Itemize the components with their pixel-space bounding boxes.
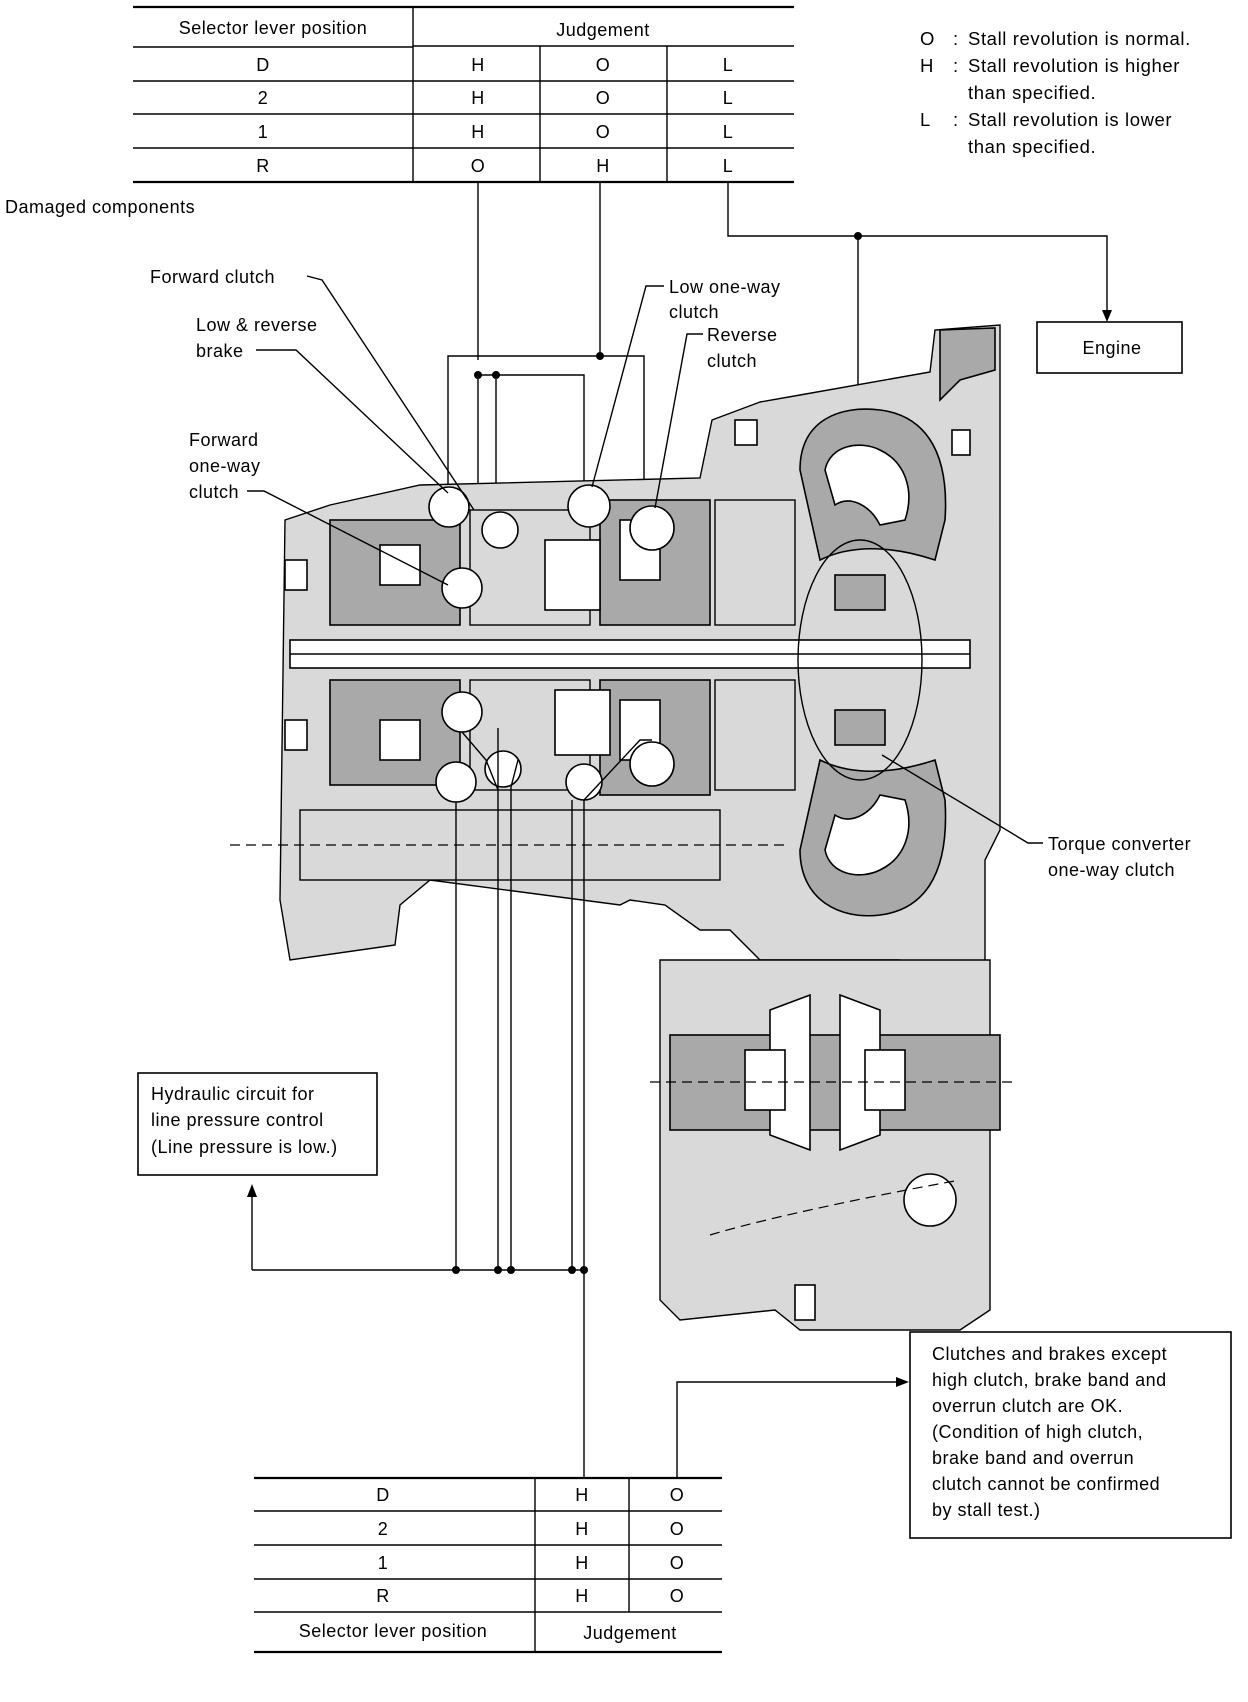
low-one-way-clutch-label: Low one-way bbox=[669, 277, 781, 297]
bottom-row-cell: H bbox=[575, 1485, 589, 1505]
top-row-cell: O bbox=[596, 122, 611, 142]
top-row-position: D bbox=[256, 55, 270, 75]
clutches-line: brake band and overrun bbox=[932, 1448, 1134, 1468]
top-row-cell: L bbox=[723, 156, 734, 176]
bottom-row-cell: O bbox=[670, 1485, 685, 1505]
legend-sep: : bbox=[953, 109, 959, 130]
bottom-row-cell: H bbox=[575, 1553, 589, 1573]
bottom-row-position: D bbox=[376, 1485, 390, 1505]
top-row-cell: L bbox=[723, 88, 734, 108]
forward-one-way-clutch-label: one-way bbox=[189, 456, 261, 476]
bottom-footer-position: Selector lever position bbox=[299, 1621, 488, 1641]
connector-lines-top bbox=[447, 182, 1112, 740]
legend-sep: : bbox=[953, 55, 959, 76]
legend-key: H bbox=[920, 55, 934, 76]
bottom-row-position: 2 bbox=[378, 1519, 389, 1539]
hydraulic-line: line pressure control bbox=[151, 1110, 324, 1130]
legend: O : Stall revolution is normal. H : Stal… bbox=[920, 28, 1191, 157]
clutches-line: overrun clutch are OK. bbox=[932, 1396, 1123, 1416]
component-labels: Forward clutch Low & reverse brake Forwa… bbox=[150, 267, 1191, 880]
top-row-position: 1 bbox=[258, 122, 269, 142]
legend-text: Stall revolution is lower bbox=[968, 109, 1172, 130]
bottom-row-cell: O bbox=[670, 1586, 685, 1606]
engine-box: Engine bbox=[1036, 321, 1183, 374]
bottom-row-cell: H bbox=[575, 1586, 589, 1606]
top-row-cell: H bbox=[471, 122, 485, 142]
top-row-cell: O bbox=[471, 156, 486, 176]
hydraulic-line: (Line pressure is low.) bbox=[151, 1137, 338, 1157]
top-row-cell: L bbox=[723, 55, 734, 75]
top-header-position: Selector lever position bbox=[179, 18, 368, 38]
forward-one-way-clutch-label: clutch bbox=[189, 482, 239, 502]
top-row-position: 2 bbox=[258, 88, 269, 108]
low-reverse-brake-label: brake bbox=[196, 341, 244, 361]
connector-lines-bottom bbox=[247, 728, 909, 1478]
bottom-row-position: 1 bbox=[378, 1553, 389, 1573]
forward-one-way-clutch-label: Forward bbox=[189, 430, 259, 450]
hydraulic-line: Hydraulic circuit for bbox=[151, 1084, 315, 1104]
forward-clutch-label: Forward clutch bbox=[150, 267, 275, 287]
top-row-cell: H bbox=[471, 88, 485, 108]
legend-text: Stall revolution is normal. bbox=[968, 28, 1191, 49]
low-reverse-brake-label: Low & reverse bbox=[196, 315, 318, 335]
top-row-cell: O bbox=[596, 55, 611, 75]
top-judgement-table: Selector lever position Judgement D H O … bbox=[133, 5, 794, 184]
bottom-row-position: R bbox=[376, 1586, 390, 1606]
low-one-way-clutch-label: clutch bbox=[669, 302, 719, 322]
bottom-row-cell: H bbox=[575, 1519, 589, 1539]
top-row-position: R bbox=[256, 156, 270, 176]
legend-sep: : bbox=[953, 28, 959, 49]
clutches-line: Clutches and brakes except bbox=[932, 1344, 1167, 1364]
top-header-judgement: Judgement bbox=[556, 20, 650, 40]
clutches-line: high clutch, brake band and bbox=[932, 1370, 1167, 1390]
bottom-row-cell: O bbox=[670, 1553, 685, 1573]
reverse-clutch-label: clutch bbox=[707, 351, 757, 371]
clutches-line: by stall test.) bbox=[932, 1500, 1041, 1520]
clutches-ok-box: Clutches and brakes except high clutch, … bbox=[909, 1331, 1232, 1539]
engine-label: Engine bbox=[1082, 338, 1141, 358]
legend-key: O bbox=[920, 28, 935, 49]
torque-converter-label: Torque converter bbox=[1048, 834, 1191, 854]
clutches-line: clutch cannot be confirmed bbox=[932, 1474, 1160, 1494]
top-row-cell: H bbox=[596, 156, 610, 176]
bottom-footer-judgement: Judgement bbox=[583, 1623, 677, 1643]
legend-text: than specified. bbox=[968, 136, 1096, 157]
reverse-clutch-label: Reverse bbox=[707, 325, 778, 345]
hydraulic-circuit-box: Hydraulic circuit for line pressure cont… bbox=[137, 1072, 378, 1176]
top-row-cell: O bbox=[596, 88, 611, 108]
bottom-judgement-table: D H O 2 H O 1 H O R H O Selector lever p… bbox=[254, 1476, 722, 1654]
torque-converter-label: one-way clutch bbox=[1048, 860, 1175, 880]
clutches-line: (Condition of high clutch, bbox=[932, 1422, 1143, 1442]
legend-text: Stall revolution is higher bbox=[968, 55, 1180, 76]
legend-key: L bbox=[920, 109, 931, 130]
top-row-cell: L bbox=[723, 122, 734, 142]
damaged-components-label: Damaged components bbox=[5, 197, 195, 217]
top-row-cell: H bbox=[471, 55, 485, 75]
bottom-row-cell: O bbox=[670, 1519, 685, 1539]
transmission-cross-section bbox=[230, 324, 1015, 1331]
legend-text: than specified. bbox=[968, 82, 1096, 103]
